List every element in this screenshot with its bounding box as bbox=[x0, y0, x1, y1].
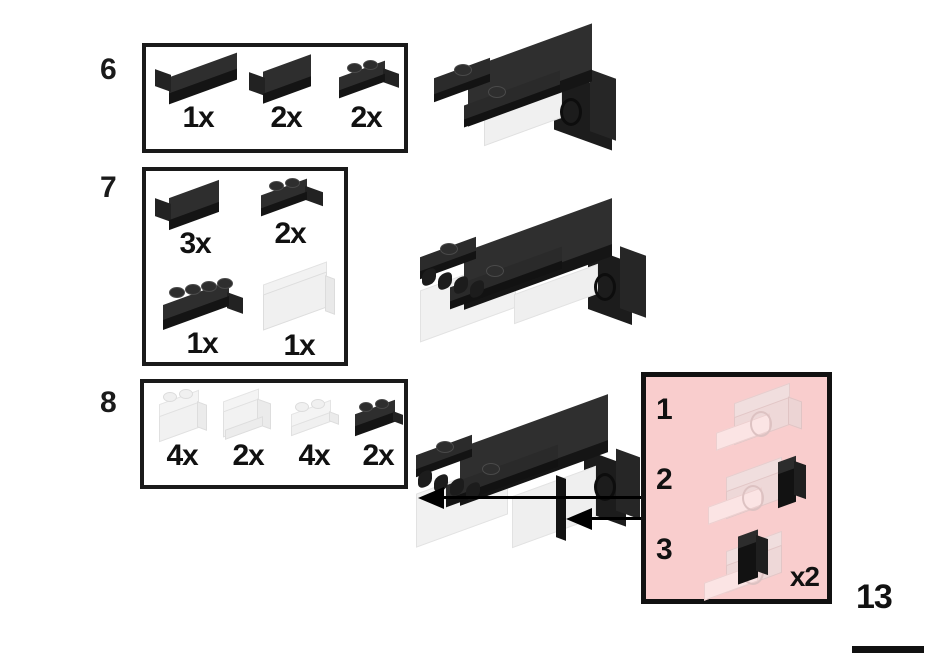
part-cell-7-1: 3x bbox=[154, 179, 236, 260]
subassembly-model-1 bbox=[706, 382, 824, 455]
part-qty-6-1: 1x bbox=[182, 101, 215, 134]
part-cell-8-4: 2x bbox=[346, 391, 410, 471]
part-cell-7-3: 1x bbox=[154, 278, 250, 360]
part-qty-8-4: 2x bbox=[362, 439, 395, 472]
lego-plate-1x2-transparent-icon bbox=[283, 391, 345, 439]
step-number-8: 8 bbox=[100, 386, 117, 419]
part-qty-7-3: 1x bbox=[186, 327, 219, 360]
lego-hinge-plate-1x4-black-icon bbox=[155, 278, 249, 331]
assembly-arrow-line-upper bbox=[443, 496, 643, 499]
part-qty-7-1: 3x bbox=[179, 227, 212, 260]
step-number-6: 6 bbox=[100, 53, 117, 86]
part-qty-8-2: 2x bbox=[232, 439, 265, 472]
parts-box-step-8: 4x 2x 4x bbox=[140, 379, 408, 489]
assembly-model-step-8 bbox=[408, 394, 658, 575]
substep-number-1: 1 bbox=[656, 393, 673, 426]
subassembly-multiplier: x2 bbox=[789, 561, 820, 592]
page-number: 13 bbox=[856, 578, 893, 616]
part-qty-6-2: 2x bbox=[270, 101, 303, 134]
part-qty-8-1: 4x bbox=[166, 439, 199, 472]
parts-box-step-7: 3x 2x 1x bbox=[142, 167, 348, 366]
part-cell-8-2: 2x bbox=[216, 388, 280, 472]
lego-brick-1x2-transparent-icon bbox=[151, 389, 213, 443]
step-number-7: 7 bbox=[100, 171, 117, 204]
lego-panel-1x2x1-transparent-icon bbox=[217, 388, 279, 440]
part-cell-6-2: 2x bbox=[246, 54, 326, 134]
lego-plate-1x2-black-icon bbox=[347, 391, 409, 439]
part-qty-8-3: 4x bbox=[298, 439, 331, 472]
part-cell-8-1: 4x bbox=[150, 389, 214, 472]
part-cell-8-3: 4x bbox=[282, 391, 346, 471]
part-cell-7-4: 1x bbox=[258, 261, 340, 362]
part-cell-7-2: 2x bbox=[250, 175, 330, 249]
assembly-model-step-7 bbox=[408, 198, 668, 365]
lego-tile-1x4-black-icon bbox=[155, 52, 241, 105]
lego-tile-2x2-black-icon bbox=[155, 179, 235, 231]
lego-hinge-plate-1x2-black-icon bbox=[251, 175, 329, 217]
page-rule bbox=[852, 646, 924, 653]
lego-hinge-plate-1x2-black-icon bbox=[329, 59, 403, 101]
substep-number-2: 2 bbox=[656, 463, 673, 496]
assembly-arrow-line-lower bbox=[591, 517, 643, 520]
assembly-arrow-head-upper bbox=[418, 487, 444, 509]
assembly-arrow-head-lower bbox=[566, 508, 592, 530]
part-qty-7-4: 1x bbox=[283, 329, 316, 362]
part-cell-6-1: 1x bbox=[154, 52, 242, 134]
part-cell-6-3: 2x bbox=[328, 59, 404, 133]
subassembly-callout-box: 1 2 3 bbox=[641, 372, 832, 604]
parts-box-step-6: 1x 2x 2x bbox=[142, 43, 408, 153]
lego-panel-1x4x1-transparent-icon bbox=[259, 261, 339, 331]
part-qty-7-2: 2x bbox=[274, 217, 307, 250]
lego-tile-2x2-black-icon bbox=[247, 54, 325, 104]
substep-number-3: 3 bbox=[656, 533, 673, 566]
subassembly-model-2 bbox=[702, 455, 828, 527]
subassembly-model-3 bbox=[698, 525, 828, 601]
assembly-model-step-6 bbox=[432, 23, 652, 160]
part-qty-6-3: 2x bbox=[350, 101, 383, 134]
